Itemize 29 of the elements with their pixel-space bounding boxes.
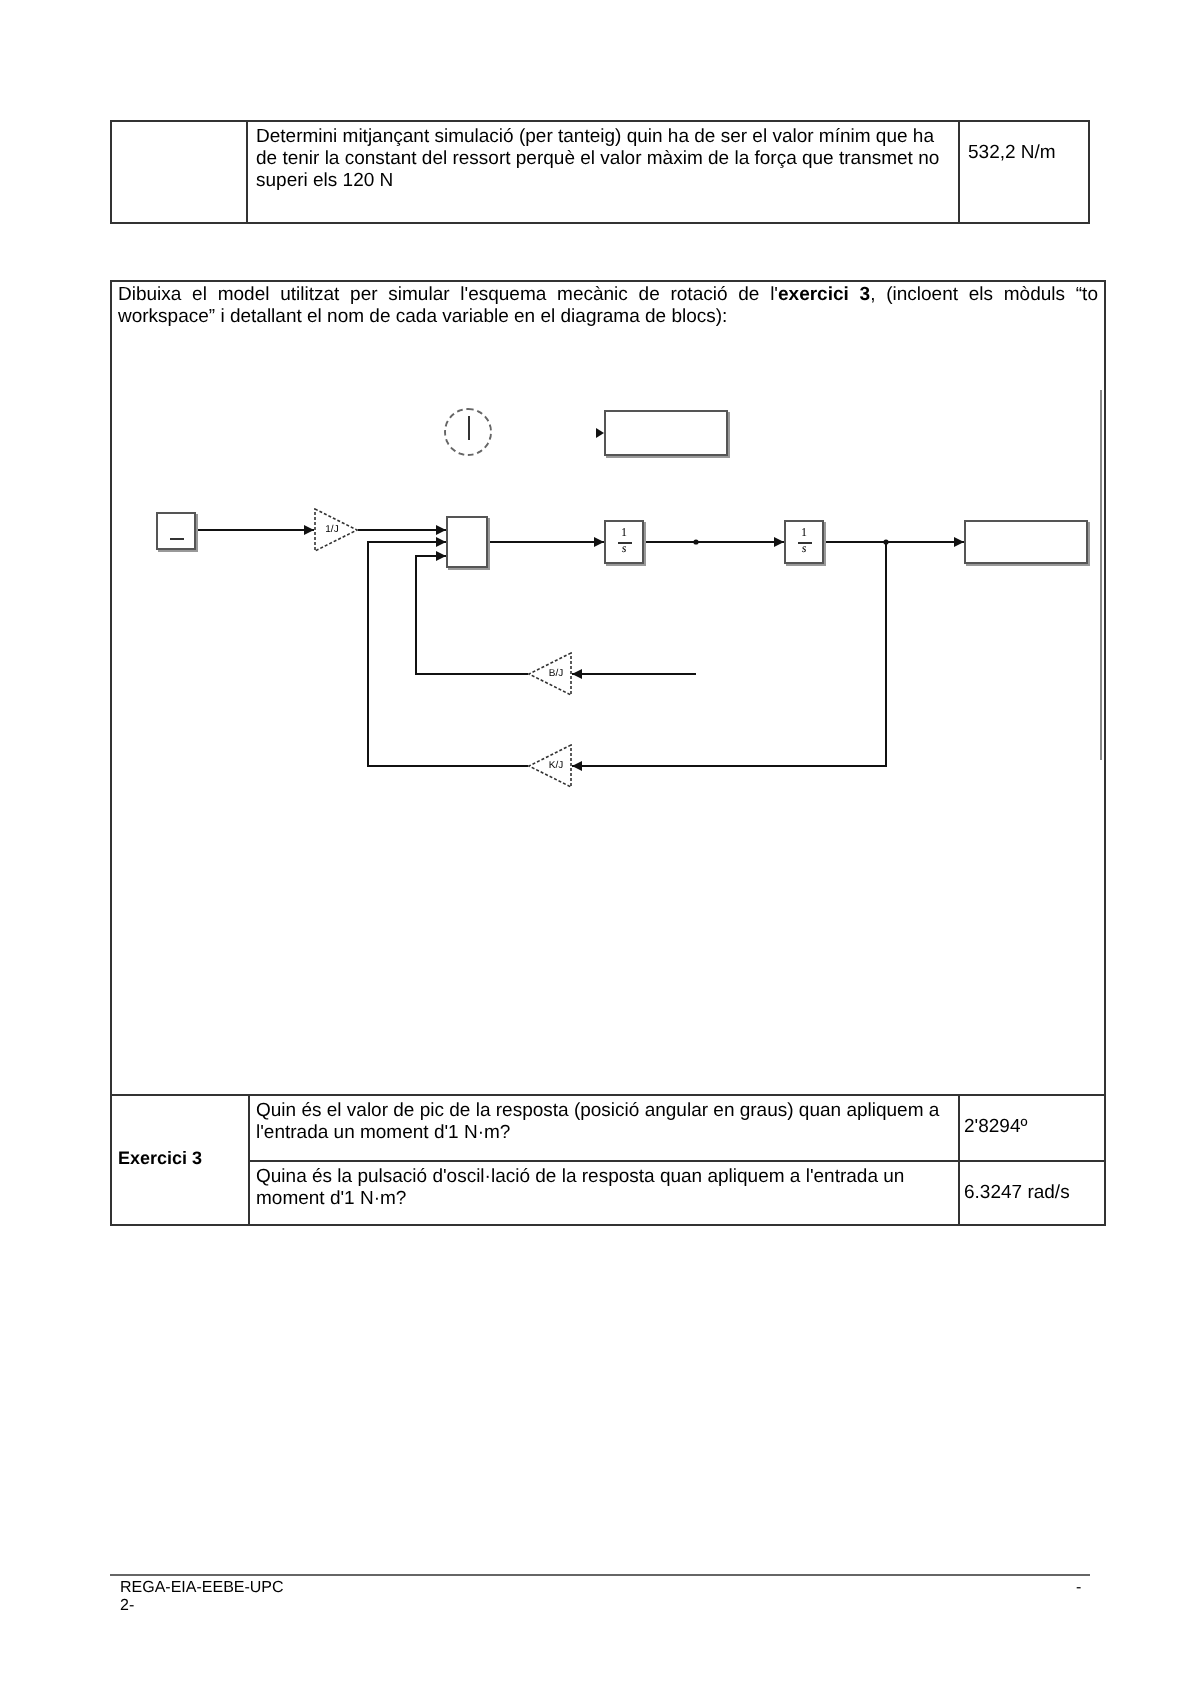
integrator-block (604, 520, 644, 564)
gain-triangle (528, 652, 572, 696)
gain-triangle (528, 744, 572, 788)
to-workspace-block (964, 520, 1088, 564)
signal-arrow (195, 525, 315, 535)
step-block (156, 512, 196, 550)
clock-block (444, 408, 492, 456)
answer-value: 2'8294º (964, 1116, 1028, 1138)
signal-arrow (357, 525, 447, 535)
integrator-block (784, 520, 824, 564)
signal-arrow (643, 537, 785, 547)
instruction-text: Dibuixa el model utilitzat per simular l'esquema mecànic de rotació de l'exercici 3, (incloent els mòduls “to workspace” i detallant el nom de cada variable en el diagrama de blocs): (118, 284, 1098, 328)
to-workspace-block (604, 410, 728, 456)
gain-triangle (314, 508, 358, 552)
answer-value: 532,2 N/m (968, 142, 1056, 164)
signal-arrow (571, 669, 697, 679)
signal-arrow (571, 541, 887, 771)
answer-value: 6.3247 rad/s (964, 1182, 1070, 1204)
exercise-label: Exercici 3 (118, 1146, 203, 1173)
signal-arrow (367, 537, 529, 767)
footer-text: REGA-EIA-EEBE-UPC (120, 1578, 284, 1596)
sum-block (446, 516, 488, 568)
signal-arrow (415, 551, 529, 675)
page-number: 2- (120, 1596, 135, 1614)
question-text: Quin és el valor de pic de la resposta (posició angular en graus) quan apliquem a l'entrada un moment d'1 N·m? (256, 1100, 942, 1144)
footer-text: - (1076, 1578, 1082, 1596)
question-text: Determini mitjançant simulació (per tanteig) quin ha de ser el valor mínim que ha de tenir la constant del ressort perquè el valor màxim de la força que transmet no superi els 120 N (256, 126, 942, 192)
question-text: Quina és la pulsació d'oscil·lació de la resposta quan apliquem a l'entrada un moment d'1 N·m? (256, 1166, 907, 1210)
signal-arrow (487, 537, 605, 547)
